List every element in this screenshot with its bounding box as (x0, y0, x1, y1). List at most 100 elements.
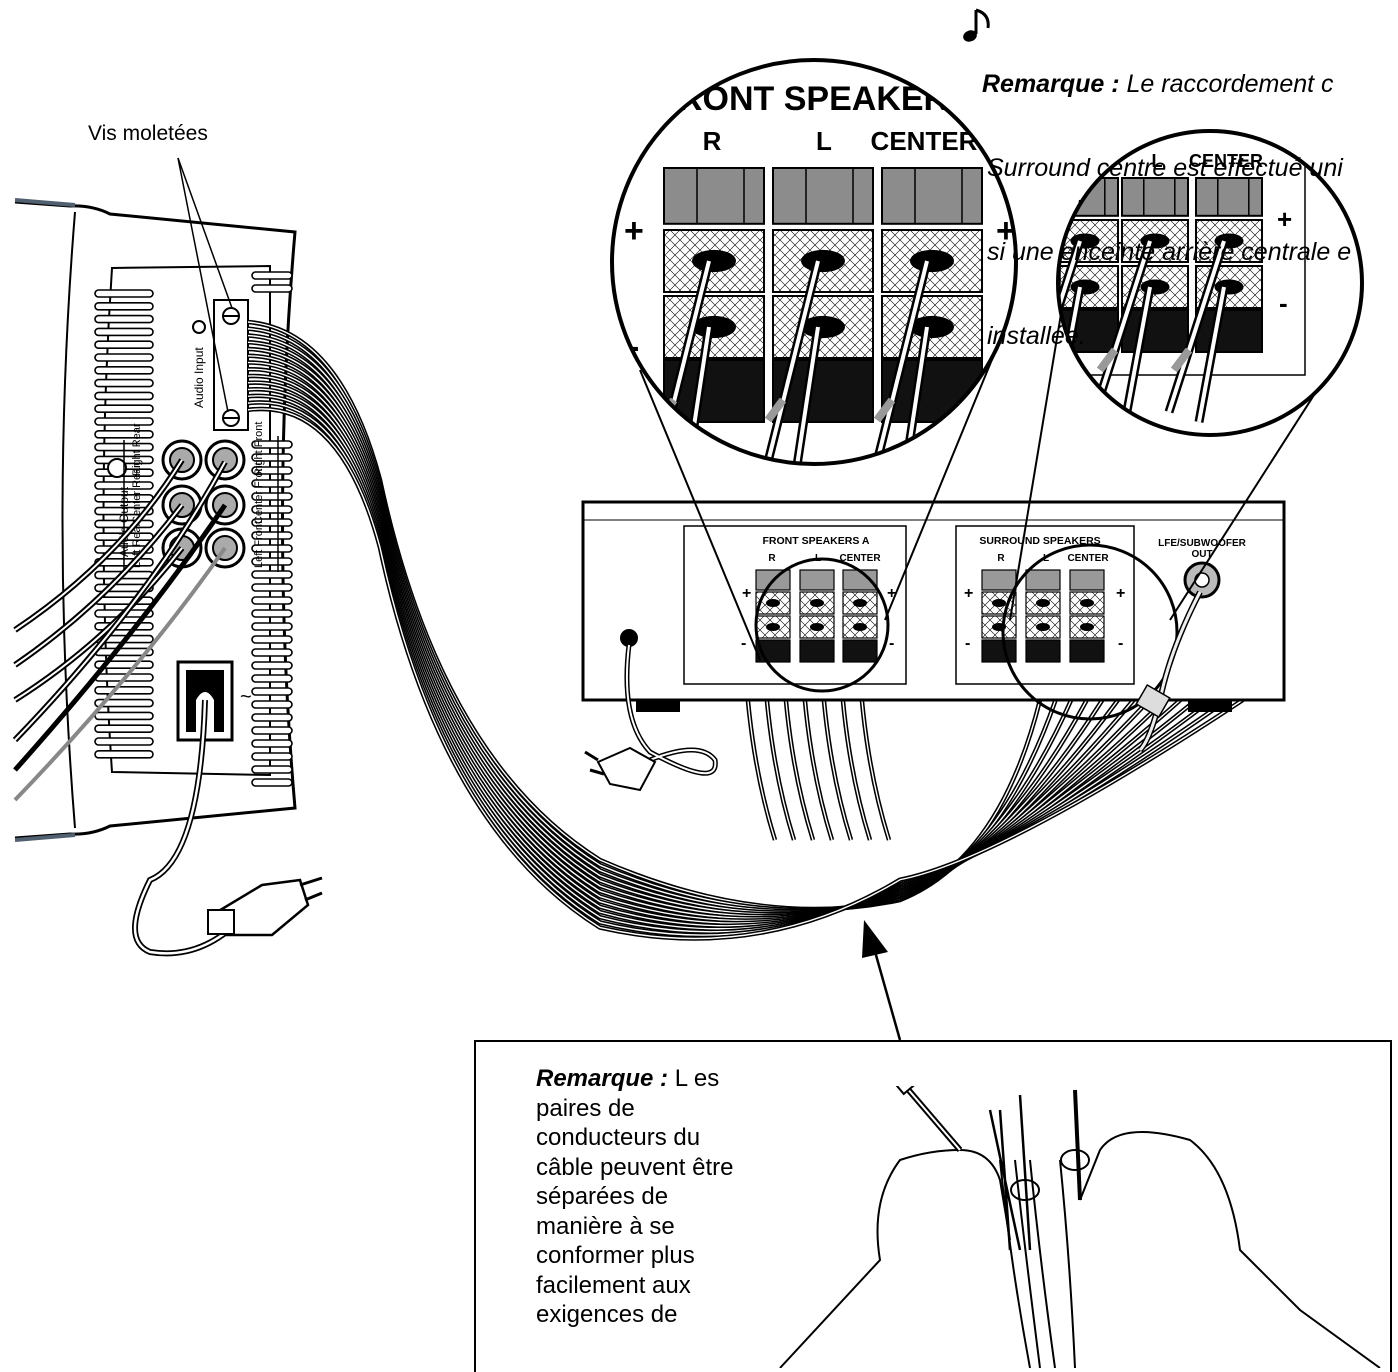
vent-slot (94, 301, 154, 311)
vent-slot (251, 635, 293, 644)
callout-leader (177, 157, 229, 413)
power-plug (207, 876, 323, 937)
vent-slot (251, 284, 293, 293)
vent-slot (251, 687, 293, 696)
front-center-label: CENTER (839, 553, 881, 564)
top-note: Remarque : Le raccordement c Surround ce… (960, 14, 1398, 378)
right-front-label: Right Front (253, 422, 265, 476)
magnifier-spot-surround (1001, 543, 1179, 721)
top-note-lead: Remarque : (982, 70, 1120, 98)
vent-slot (251, 271, 293, 280)
magnifier-front: FRONT SPEAKERS R L CENTER + + - - (610, 58, 1018, 466)
magnifier-leader (884, 339, 1001, 621)
vent-slot (94, 378, 154, 388)
front-r-label: R (768, 553, 776, 564)
minus-sign: - (628, 328, 639, 366)
receiver-terminals (755, 569, 1105, 663)
top-note-line3: si une enceinte arrière centrale e (987, 238, 1352, 266)
vent-slot (251, 765, 293, 774)
vent-slot (251, 661, 293, 670)
subwoofer-label-line2: OUT (1191, 549, 1212, 560)
vent-slot (94, 685, 154, 695)
vent-slot (251, 778, 293, 787)
vent-slot (251, 518, 293, 527)
power-cord-exit (620, 629, 638, 647)
plus-sign: + (1116, 585, 1125, 602)
power-plug (584, 746, 657, 792)
arrow-up-icon (192, 320, 206, 334)
vent-slot (251, 726, 293, 735)
vent-slot (94, 596, 154, 606)
plus-sign: + (1277, 204, 1292, 234)
vent-slot (94, 327, 154, 337)
vent-slot (251, 648, 293, 657)
arrow-up-icon (107, 458, 127, 478)
top-note-line1: Le raccordement c (1119, 70, 1334, 98)
vent-slot (94, 737, 154, 746)
vent-slot (94, 711, 154, 721)
vent-slot (94, 353, 154, 362)
bottom-note-body: L es paires de conducteurs du câble peuv… (536, 1065, 734, 1328)
front-r-big: R (703, 126, 722, 156)
magnifier-leader (639, 369, 761, 661)
plus-sign: + (742, 585, 751, 602)
surround-speakers-title: SURROUND SPEAKERS (979, 535, 1100, 547)
minus-sign: - (1118, 635, 1123, 652)
plus-sign: + (887, 585, 896, 602)
bottom-note-lead: Remarque : (536, 1065, 669, 1092)
vent-slot (251, 622, 293, 631)
center-front-label: Center Front (253, 462, 265, 524)
vent-slots-right (251, 271, 293, 787)
music-note-icon (963, 8, 990, 42)
bass-module: Audio Input Audio Output Right Rear Cent… (14, 198, 323, 957)
left-front-label: Left Front (253, 521, 265, 568)
speaker-cable-bundle (247, 319, 1245, 941)
top-note-line4: installée. (987, 322, 1086, 350)
hands-illustration (779, 1086, 1381, 1368)
center-rear-label: Center Rear (131, 464, 143, 524)
callout-leader (177, 157, 233, 309)
vent-slot (94, 429, 154, 439)
vent-slot (251, 739, 293, 748)
vent-slot (251, 752, 293, 761)
vent-slot (251, 570, 293, 579)
front-speakers-title: FRONT SPEAKERS A (763, 535, 870, 547)
vent-slot (251, 466, 293, 475)
front-center-big: CENTER (871, 126, 978, 156)
rca-cables (12, 458, 228, 802)
vent-slot (94, 365, 154, 375)
power-symbol: ~ (240, 686, 252, 708)
vent-slot (94, 340, 154, 350)
minus-sign: - (741, 635, 746, 652)
thumbscrews-callout: Vis moletées (88, 122, 208, 145)
right-rear-label: Right Rear (131, 423, 143, 476)
vent-slot (94, 404, 154, 414)
vent-slot (251, 479, 293, 488)
vent-slot (251, 674, 293, 683)
vent-slot (251, 505, 293, 514)
bottom-note: Remarque : L es paires de conducteurs du… (536, 1064, 736, 1330)
vent-slot (251, 492, 293, 501)
vent-slot (251, 713, 293, 722)
receiver: FRONT SPEAKERS A R L CENTER SURROUND SPE… (581, 500, 1286, 792)
vent-slot (251, 531, 293, 540)
audio-input-label: Audio Input (192, 347, 206, 408)
minus-sign: - (965, 635, 970, 652)
vent-slot (94, 749, 154, 759)
vent-slot (251, 609, 293, 618)
vent-slot (251, 583, 293, 592)
surround-l-big: L (1152, 151, 1163, 171)
vent-slot (94, 724, 154, 734)
bottom-note-clip (476, 1086, 1398, 1368)
surround-center-label: CENTER (1067, 553, 1109, 564)
pointer-arrow (862, 920, 902, 1041)
surround-center-big: CENTER (1189, 151, 1263, 171)
plus-sign: + (964, 585, 973, 602)
vent-slot (251, 440, 293, 449)
front-l-big: L (816, 126, 832, 156)
top-note-line2: Surround centre est effectué uni (987, 154, 1343, 182)
vent-slot (94, 698, 154, 708)
vent-slot (94, 314, 154, 324)
vent-slot (251, 453, 293, 462)
